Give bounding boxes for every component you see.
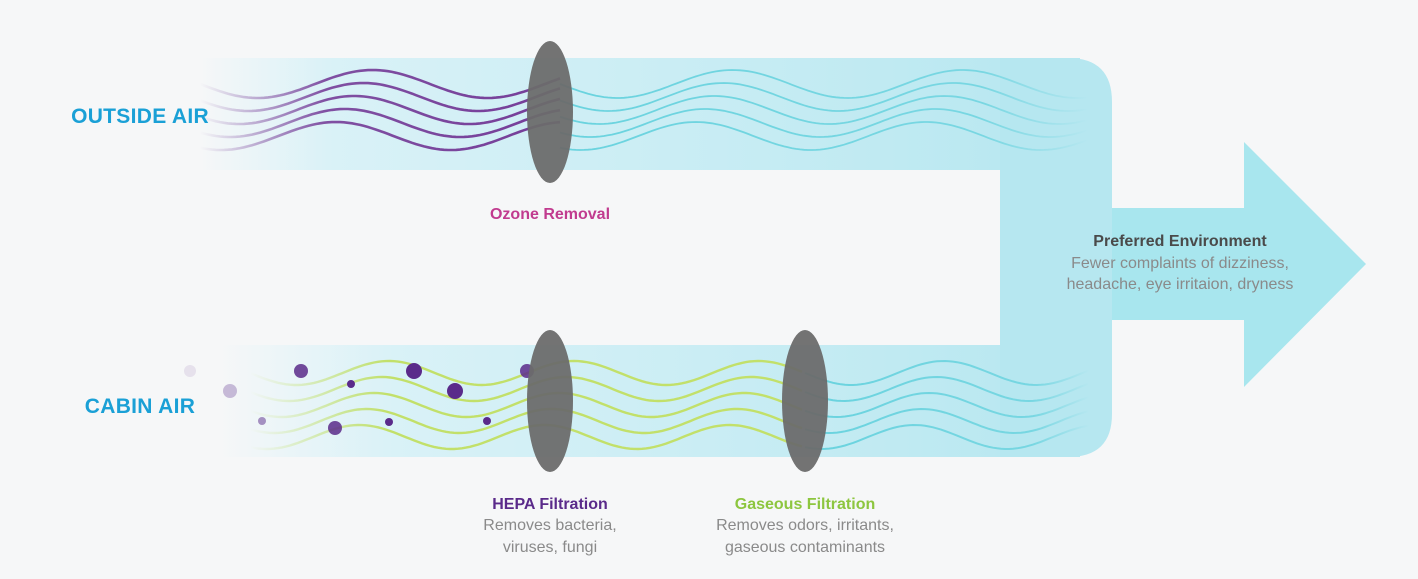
outside-air-label: OUTSIDE AIR xyxy=(71,105,209,128)
air-stream-line xyxy=(249,391,803,419)
particle xyxy=(294,364,308,378)
particle xyxy=(328,421,342,435)
outside-air-streams xyxy=(199,68,561,152)
gaseous-filtration-desc-line1: Removes odors, irritants, xyxy=(716,517,894,534)
hepa-filter xyxy=(527,330,573,472)
air-stream-line xyxy=(249,407,803,435)
particle xyxy=(447,383,463,399)
air-stream-line xyxy=(249,423,803,451)
particle xyxy=(184,365,196,377)
particle xyxy=(385,418,393,426)
cabin-air-streams xyxy=(249,359,803,451)
filters xyxy=(527,41,828,472)
ozone-filter xyxy=(527,41,573,183)
air-stream-line xyxy=(199,107,561,139)
outside-air-duct xyxy=(200,58,1080,170)
ozone-removal-title: Ozone Removal xyxy=(489,206,611,223)
air-stream-line xyxy=(804,407,1090,435)
cabin-air-label: CABIN AIR xyxy=(84,395,196,418)
air-stream-line xyxy=(559,69,1089,99)
particle xyxy=(483,417,491,425)
preferred-environment-title: Preferred Environment xyxy=(1093,233,1267,250)
air-stream-line xyxy=(804,391,1090,419)
air-stream-line xyxy=(804,423,1090,451)
duct-vertical-section xyxy=(1000,58,1112,457)
preferred-environment-desc-line2: headache, eye irritaion, dryness xyxy=(1066,276,1294,293)
air-stream-line xyxy=(804,359,1090,387)
air-stream-line xyxy=(199,120,561,152)
gaseous-filtration-title: Gaseous Filtration xyxy=(734,496,876,513)
gaseous-filter xyxy=(782,330,828,472)
air-stream-line xyxy=(559,82,1089,112)
air-stream-line xyxy=(559,121,1089,151)
particle xyxy=(406,363,422,379)
air-stream-line xyxy=(559,108,1089,138)
air-stream-line xyxy=(804,375,1090,403)
air-stream-line xyxy=(199,68,561,100)
preferred-environment-arrow xyxy=(1112,142,1366,387)
particle xyxy=(347,380,355,388)
air-stream-line xyxy=(199,81,561,113)
air-stream-line xyxy=(199,94,561,126)
air-stream-line xyxy=(559,95,1089,125)
air-stream-line xyxy=(249,375,803,403)
particle xyxy=(258,417,266,425)
preferred-environment-desc-line1: Fewer complaints of dizziness, xyxy=(1071,255,1289,272)
hepa-filtration-desc-line2: viruses, fungi xyxy=(502,539,598,556)
clean-air-streams-bottom xyxy=(804,359,1090,451)
hepa-filtration-desc-line1: Removes bacteria, xyxy=(483,517,617,534)
hepa-filtration-title: HEPA Filtration xyxy=(492,496,608,513)
gaseous-filtration-desc-line2: gaseous contaminants xyxy=(724,539,886,556)
clean-air-streams-top xyxy=(559,69,1089,151)
particle xyxy=(223,384,237,398)
